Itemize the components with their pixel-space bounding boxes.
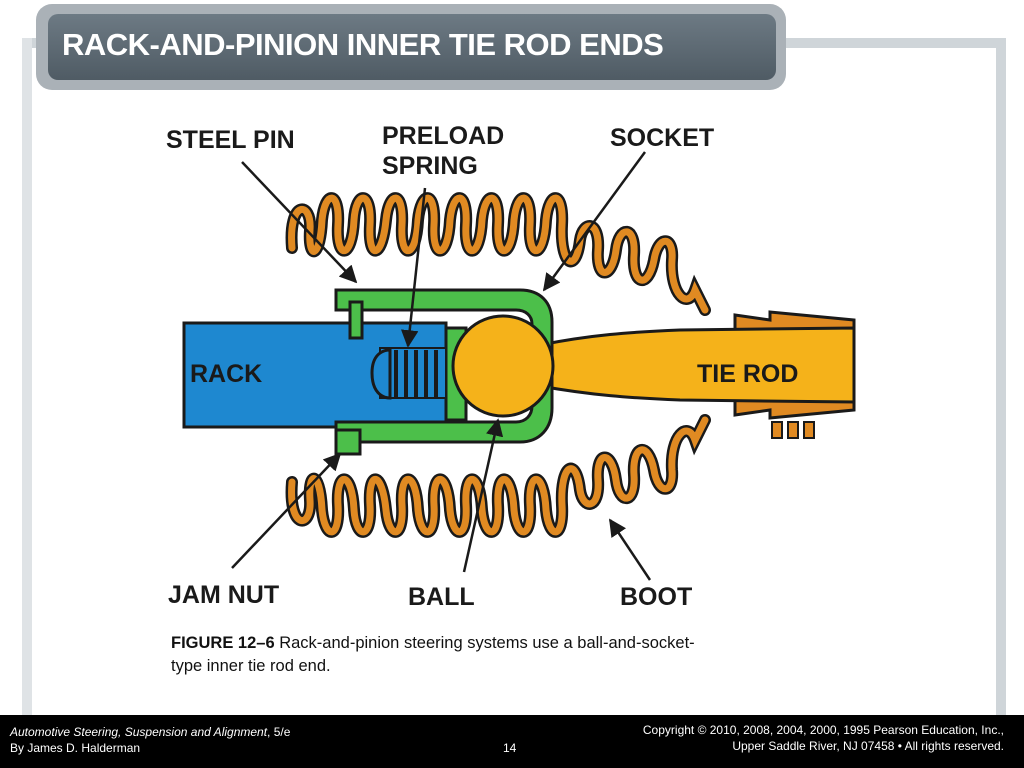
tie-rod: [538, 326, 856, 404]
label-tie-rod: TIE ROD: [697, 360, 798, 388]
footer-book: Automotive Steering, Suspension and Alig…: [10, 725, 290, 739]
arrow-steel-pin: [241, 161, 358, 284]
footer-author: By James D. Halderman: [10, 741, 141, 755]
label-jam-nut: JAM NUT: [168, 581, 279, 609]
label-spring: SPRING: [382, 152, 478, 180]
label-steel-pin: STEEL PIN: [166, 126, 295, 154]
arrow-boot: [608, 518, 652, 581]
footer-book-title: Automotive Steering, Suspension and Alig…: [10, 725, 268, 739]
slide-footer: Automotive Steering, Suspension and Alig…: [0, 715, 1024, 768]
footer-copyright-line1: Copyright © 2010, 2008, 2004, 2000, 1995…: [642, 723, 1004, 737]
ball: [451, 314, 555, 418]
arrow-preload-spring: [400, 187, 427, 348]
slide-frame-right: [996, 38, 1006, 715]
footer-edition: , 5/e: [267, 725, 291, 739]
jam-nut: [334, 428, 362, 456]
arrow-jam-nut: [231, 452, 342, 569]
caption-text-line2: type inner tie rod end.: [171, 657, 331, 675]
tie-rod-diagram: STEEL PIN PRELOAD SPRING SOCKET RACK TIE…: [166, 122, 856, 611]
figure-number: FIGURE 12–6: [171, 634, 275, 652]
preload-spring: [370, 347, 447, 400]
label-preload: PRELOAD: [382, 122, 504, 150]
label-ball: BALL: [408, 583, 475, 611]
arrow-socket: [542, 151, 647, 292]
title-bar: RACK-AND-PINION INNER TIE ROD ENDS: [48, 14, 776, 80]
arrow-ball: [462, 418, 504, 573]
slide-title: RACK-AND-PINION INNER TIE ROD ENDS: [62, 27, 664, 62]
steel-pin: [348, 300, 364, 340]
slide-frame-left: [22, 38, 32, 715]
figure-caption: FIGURE 12–6 Rack-and-pinion steering sys…: [171, 632, 821, 678]
caption-text-line1: Rack-and-pinion steering systems use a b…: [274, 634, 695, 652]
footer-page-number: 14: [503, 741, 517, 755]
footer-copyright-line2: Upper Saddle River, NJ 07458 • All right…: [732, 739, 1004, 753]
label-socket: SOCKET: [610, 124, 714, 152]
label-rack: RACK: [190, 360, 262, 388]
label-boot: BOOT: [620, 583, 692, 611]
